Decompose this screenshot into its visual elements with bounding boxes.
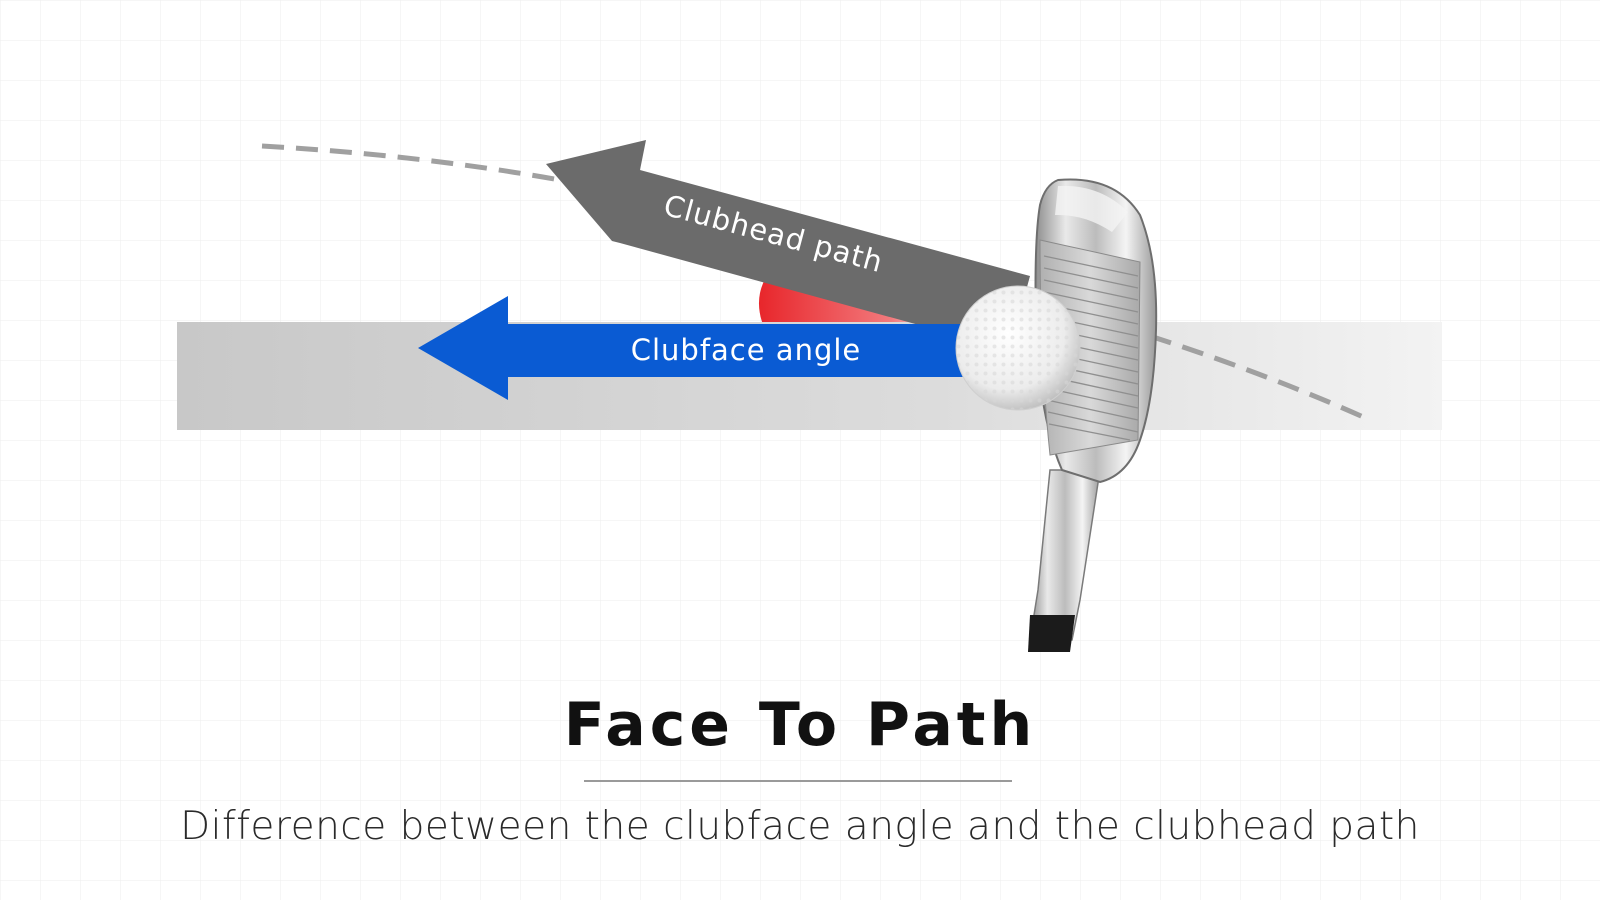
clubhead-path-arrow bbox=[546, 140, 1030, 350]
swing-arc-upper bbox=[261, 143, 561, 183]
iron-club-icon bbox=[1028, 178, 1158, 652]
diagram-subtitle: Difference between the clubface angle an… bbox=[180, 804, 1420, 849]
diagram-title: Face To Path bbox=[563, 690, 1037, 760]
golf-ball-icon bbox=[955, 285, 1081, 411]
clubface-angle-arrow bbox=[418, 296, 975, 400]
clubface-angle-label: Clubface angle bbox=[631, 333, 862, 367]
title-divider bbox=[584, 780, 1012, 782]
swing-arc-lower bbox=[1149, 333, 1372, 423]
